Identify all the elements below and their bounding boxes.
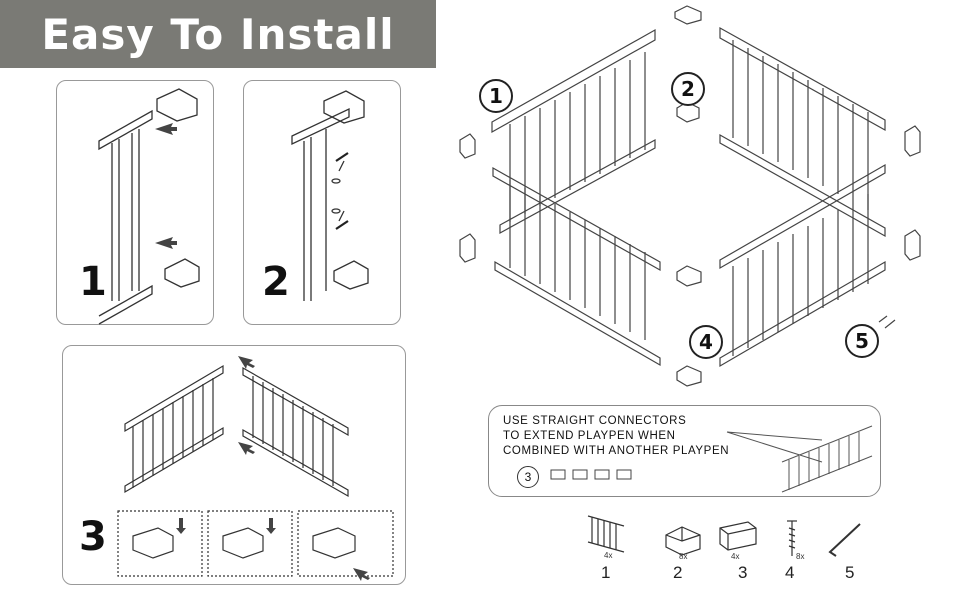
page-title: Easy To Install	[0, 0, 436, 68]
part-2-corner-connector-icon	[665, 526, 701, 556]
note-line-3: COMBINED WITH ANOTHER PLAYPEN	[503, 445, 730, 457]
straight-connector-note: USE STRAIGHT CONNECTORS TO EXTEND PLAYPE…	[488, 405, 881, 497]
step-number: 3	[79, 514, 107, 560]
straight-connectors-illustration	[550, 469, 632, 480]
playpen-exploded-diagram	[459, 5, 921, 387]
step-number: 1	[79, 259, 107, 305]
step-3-panel: 3	[62, 345, 406, 585]
note-text: USE STRAIGHT CONNECTORS TO EXTEND PLAYPE…	[503, 414, 729, 459]
part-3-straight-connector-icon	[719, 521, 757, 551]
diagram-label-5: 5	[845, 324, 879, 358]
part-1-number: 1	[601, 563, 611, 582]
part-5-number: 5	[845, 563, 855, 582]
part-4-number: 4	[785, 563, 795, 582]
step-1-illustration	[98, 88, 200, 325]
diagram-label-2: 2	[671, 72, 705, 106]
step-2-panel: 2	[243, 80, 401, 325]
part-3-qty: 4x	[731, 552, 740, 561]
extended-playpen-illustration	[726, 425, 873, 493]
part-1-fence-panel-icon	[587, 515, 625, 553]
part-4-qty: 8x	[796, 552, 805, 561]
step-2-illustration	[291, 90, 369, 301]
note-part-ref: 3	[517, 466, 539, 488]
note-line-2: TO EXTEND PLAYPEN WHEN	[503, 430, 676, 442]
part-1-qty: 4x	[604, 551, 613, 560]
part-4-screw-icon	[787, 520, 797, 556]
step-3-illustration	[117, 356, 394, 581]
note-line-1: USE STRAIGHT CONNECTORS	[503, 415, 687, 427]
diagram-label-1: 1	[479, 79, 513, 113]
part-2-number: 2	[673, 563, 683, 582]
part-2-qty: 8x	[679, 552, 688, 561]
diagram-label-4: 4	[689, 325, 723, 359]
part-3-number: 3	[738, 563, 748, 582]
step-1-panel: 1	[56, 80, 214, 325]
step-number: 2	[262, 259, 290, 305]
part-5-hex-key-icon	[828, 523, 861, 557]
